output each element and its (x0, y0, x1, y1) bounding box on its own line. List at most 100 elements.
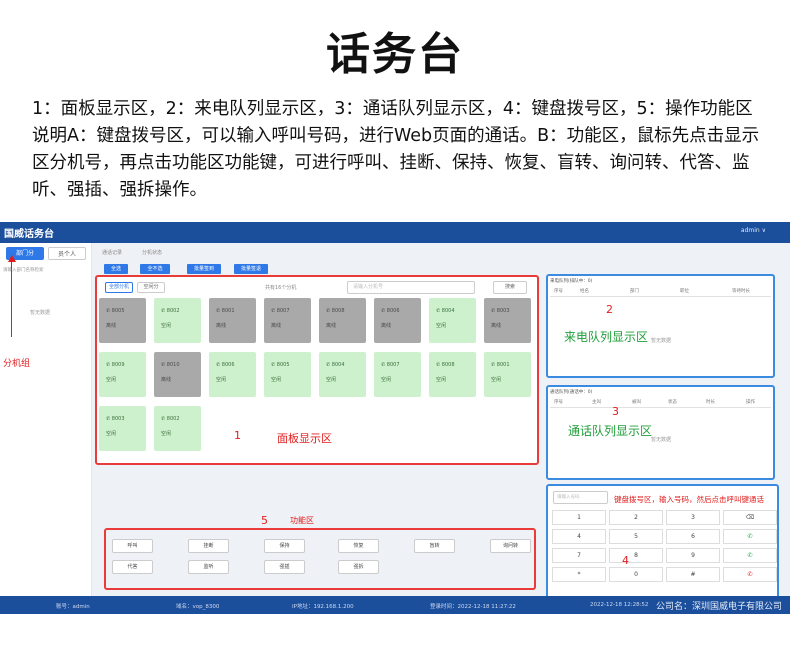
status-ip: IP地址：192.168.1.200 (292, 604, 354, 610)
call-queue-empty: 暂无数据 (651, 437, 672, 443)
call-queue-title: 通话队列(通话中：0) (550, 390, 593, 395)
extension-tile[interactable]: ✆ 8006 离线 (374, 298, 421, 343)
phone-icon: ✆ (106, 308, 112, 314)
extension-status: 离线 (381, 323, 392, 329)
backspace-key[interactable]: ⌫ (723, 510, 777, 525)
annotation-call-queue-label: 通话队列显示区 (568, 424, 653, 438)
dial-number-input[interactable]: 请输入号码 (553, 491, 608, 504)
function-button[interactable]: 强拆 (338, 560, 379, 574)
tab-call-records[interactable]: 通话记录 (102, 250, 123, 256)
extension-number-text: 8006 (221, 362, 235, 368)
function-button[interactable]: 保持 (264, 539, 305, 553)
column-header: 操作 (746, 400, 755, 405)
tab-extension-status[interactable]: 分机状态 (142, 250, 163, 256)
extension-number: ✆ 8005 (271, 362, 290, 368)
keypad-key[interactable]: * (552, 567, 606, 582)
extension-status: 离线 (491, 323, 502, 329)
phone-icon: ✆ (216, 362, 222, 368)
extension-tile[interactable]: ✆ 8006 空闲 (209, 352, 256, 397)
divider (550, 296, 771, 297)
phone-icon: ✆ (436, 308, 442, 314)
extension-number: ✆ 8007 (381, 362, 400, 368)
batch-signout-button[interactable]: 批量签退 (234, 264, 268, 274)
annotation-keypad-note: 键盘拨号区，输入号码，然后点击呼叫键通话 (614, 495, 764, 504)
extension-number-text: 8002 (166, 416, 180, 422)
hangup-key[interactable]: ✆ (723, 567, 777, 582)
function-button[interactable]: 盲转 (414, 539, 455, 553)
function-button[interactable]: 呼叫 (112, 539, 153, 553)
keypad-key[interactable]: 5 (609, 529, 663, 544)
extension-status: 离线 (326, 323, 337, 329)
keypad-key[interactable]: 9 (666, 548, 720, 563)
extension-status: 空闲 (436, 323, 447, 329)
call-key[interactable]: ✆ (723, 529, 777, 544)
user-menu[interactable]: admin ∨ (740, 227, 766, 234)
column-header: 主叫 (592, 400, 601, 405)
function-button[interactable]: 恢复 (338, 539, 379, 553)
deselect-all-button[interactable]: 全不选 (140, 264, 170, 274)
extension-status: 空闲 (161, 323, 172, 329)
filter-idle-extensions[interactable]: 空闲分 (137, 282, 165, 293)
extension-number: ✆ 8009 (106, 362, 125, 368)
extension-number: ✆ 8001 (216, 308, 235, 314)
extension-number: ✆ 8006 (381, 308, 400, 314)
extension-number: ✆ 8001 (491, 362, 510, 368)
phone-icon: ✆ (326, 362, 332, 368)
extension-tile[interactable]: ✆ 8005 空闲 (264, 352, 311, 397)
extension-number-text: 8007 (276, 308, 290, 314)
incoming-queue-area: 来电队列(排队中：0) 序号 姓名 部门 职位 等待时长 2 来电队列显示区 暂… (546, 274, 775, 378)
keypad-key[interactable]: # (666, 567, 720, 582)
keypad-key[interactable]: 8 (609, 548, 663, 563)
batch-signin-button[interactable]: 批量签到 (187, 264, 221, 274)
panel-toolbar: 全部分机 空闲分 共有16个分机 请输入分机号 搜索 (101, 281, 533, 295)
extension-status: 空闲 (216, 377, 227, 383)
function-area: 呼叫 挂断 保持 恢复 盲转 询问转代答 监听 强插 强拆 (104, 528, 536, 590)
sidebar-search-hint[interactable]: 请输入部门名称检索 (3, 268, 44, 273)
keypad-key[interactable]: 2 (609, 510, 663, 525)
keypad-key[interactable]: 4 (552, 529, 606, 544)
keypad-key[interactable]: 3 (666, 510, 720, 525)
call-key[interactable]: ✆ (723, 548, 777, 563)
column-header: 序号 (554, 289, 563, 294)
sidebar-tab-personal[interactable]: 员个人 (48, 247, 86, 260)
column-header: 被叫 (632, 400, 641, 405)
phone-icon: ✆ (491, 308, 497, 314)
function-button[interactable]: 询问转 (490, 539, 531, 553)
extension-search-input[interactable]: 请输入分机号 (347, 281, 475, 294)
filter-all-extensions[interactable]: 全部分机 (105, 282, 133, 293)
function-button[interactable]: 挂断 (188, 539, 229, 553)
keypad-key[interactable]: 6 (666, 529, 720, 544)
keypad-key[interactable]: 0 (609, 567, 663, 582)
extension-status: 空闲 (271, 377, 282, 383)
column-header: 序号 (554, 400, 563, 405)
search-button[interactable]: 搜索 (493, 281, 527, 294)
column-header: 职位 (680, 289, 689, 294)
function-button[interactable]: 代答 (112, 560, 153, 574)
function-button[interactable]: 监听 (188, 560, 229, 574)
keypad-key[interactable]: 1 (552, 510, 606, 525)
extension-number-text: 8005 (276, 362, 290, 368)
column-header: 等待时长 (732, 289, 750, 294)
extension-status: 空闲 (106, 431, 117, 437)
function-button[interactable]: 强插 (264, 560, 305, 574)
extension-number-text: 8006 (386, 308, 400, 314)
select-all-button[interactable]: 全选 (104, 264, 128, 274)
keypad-key[interactable]: 7 (552, 548, 606, 563)
status-company: 公司名：深圳国威电子有限公司 (656, 602, 783, 612)
